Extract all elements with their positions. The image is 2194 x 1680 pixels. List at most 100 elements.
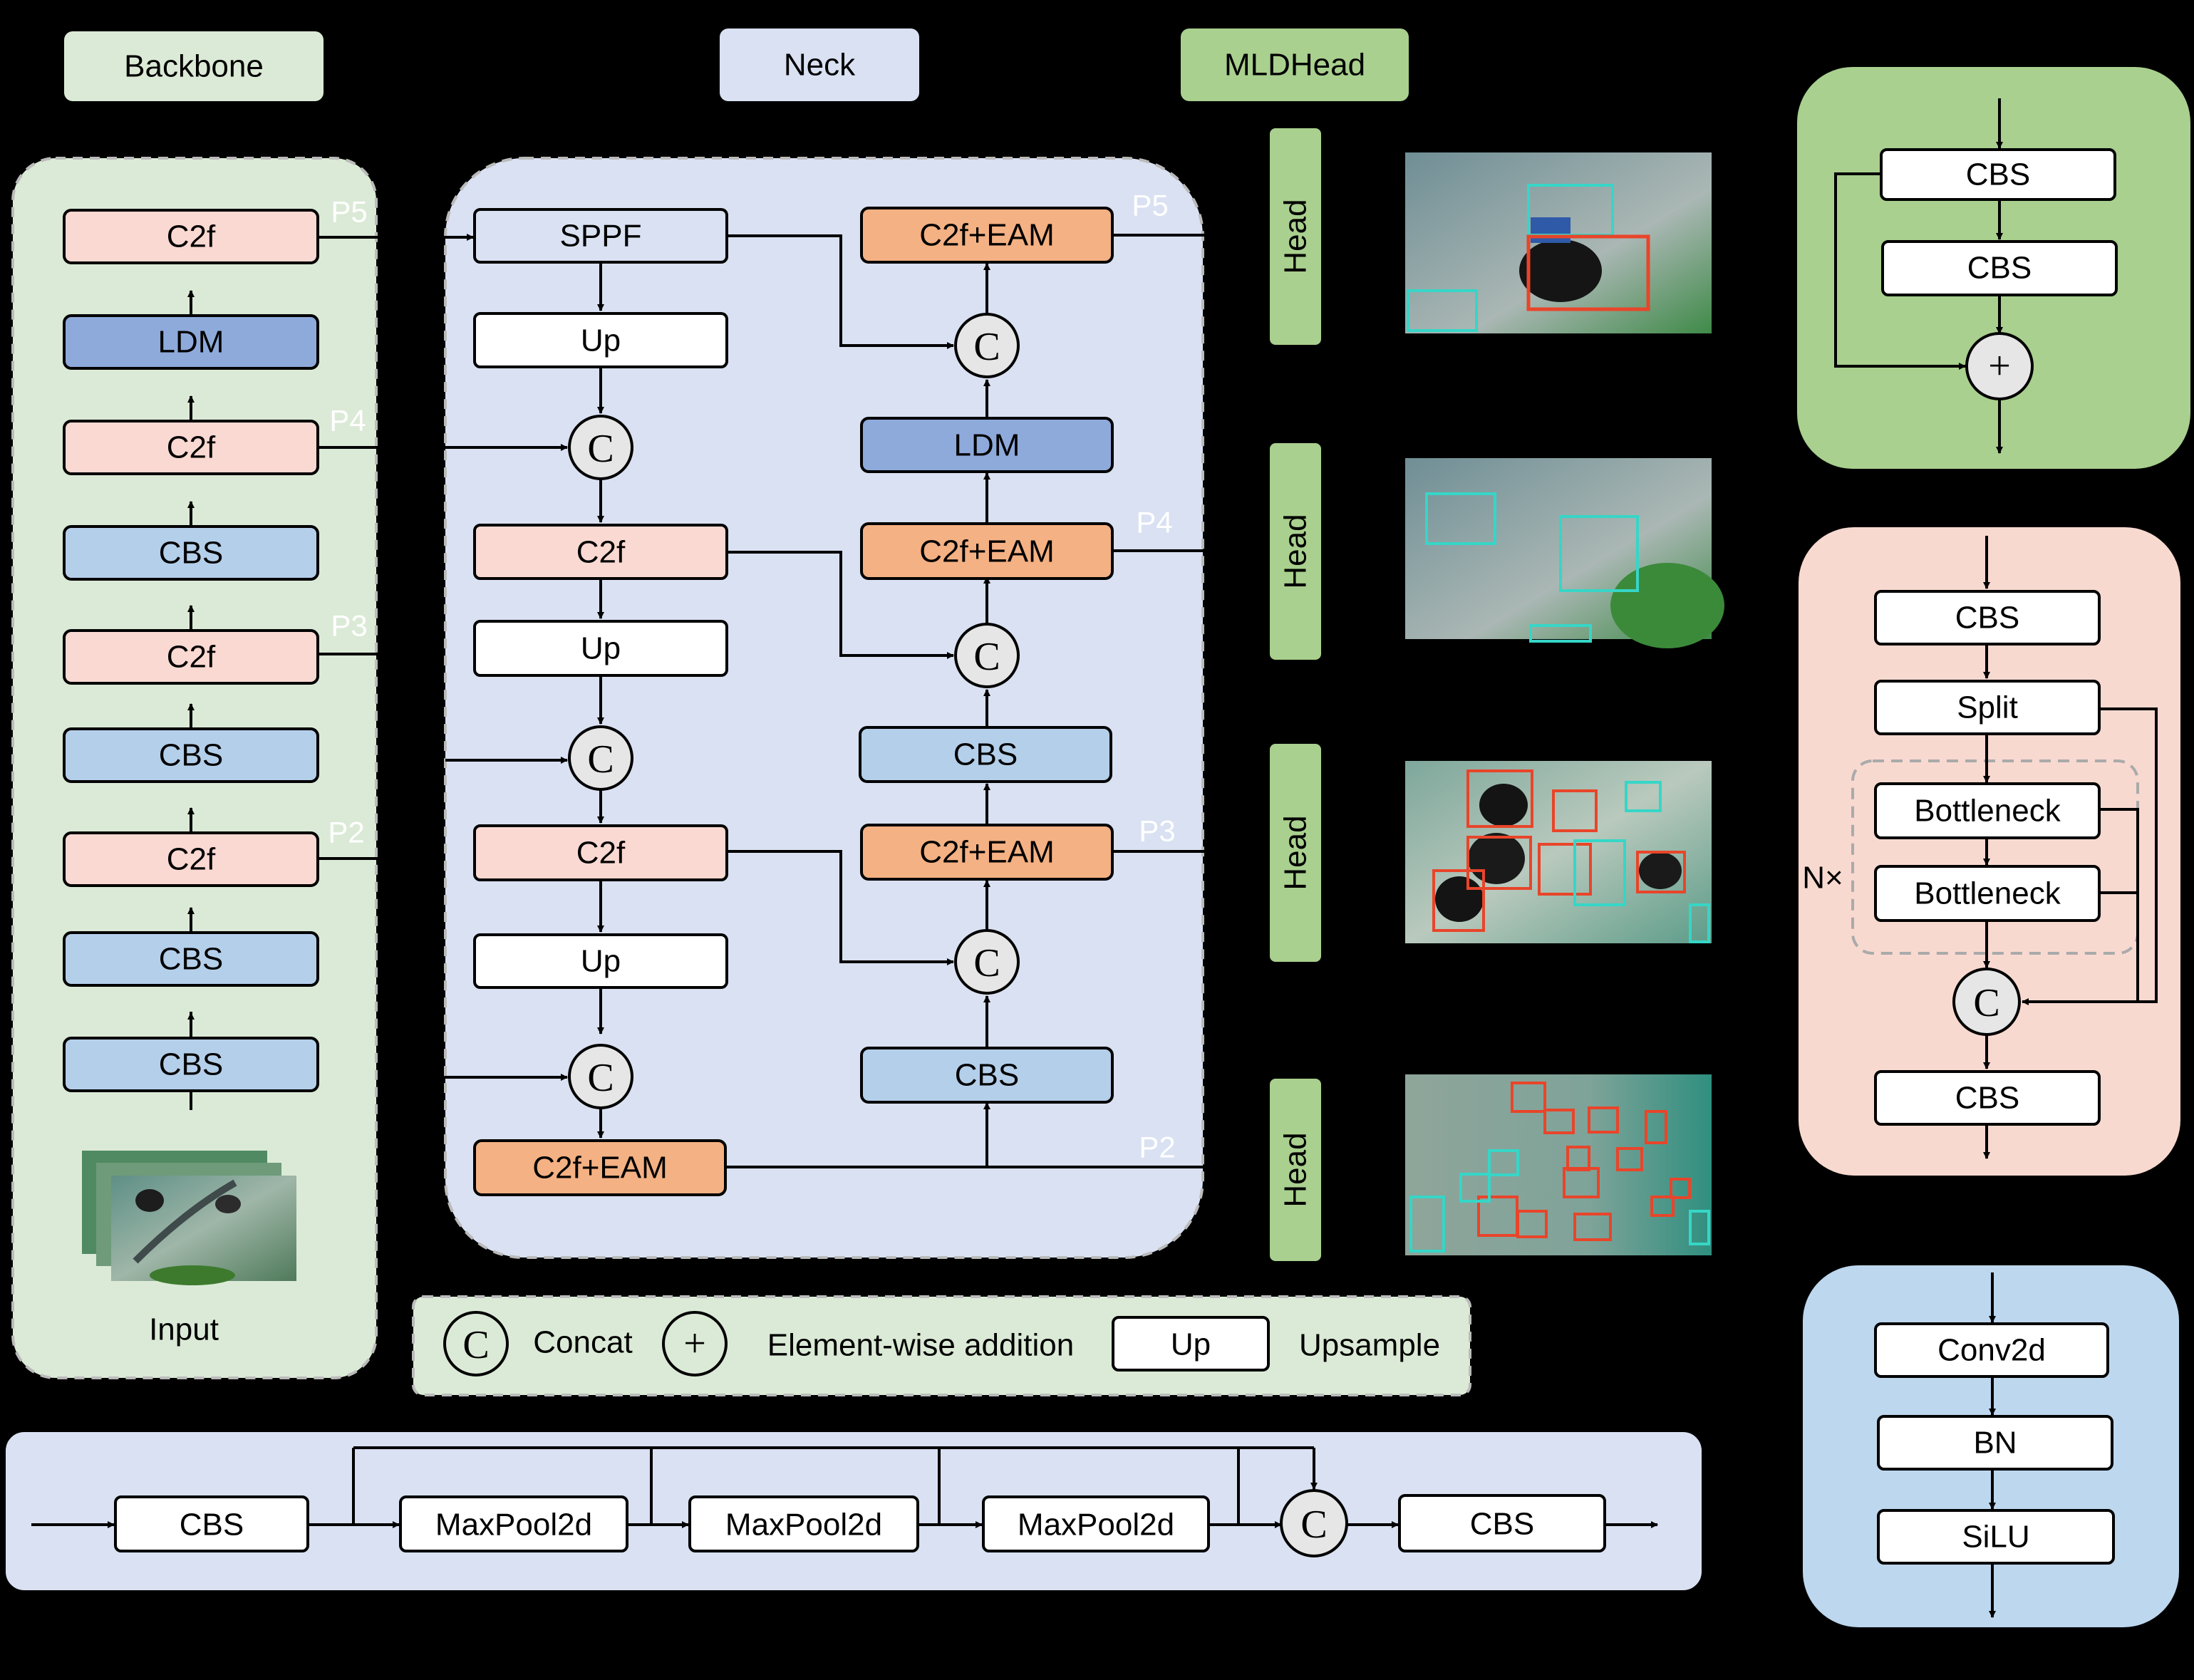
neck-concat-3: C [568,1044,633,1109]
sppf-cbs-in-label: CBS [180,1508,244,1542]
neck-up-3-label: Up [581,944,621,979]
head-p4: Head [1270,443,1321,660]
neck-cbs-2-label: CBS [955,1058,1019,1093]
c2f-cbs-out: CBS [1874,1070,2101,1126]
cbs-conv2d: Conv2d [1874,1322,2109,1378]
legend-upsample: Up Upsample [1112,1316,1440,1372]
neck-concat-1-glyph: C [587,427,614,471]
neck-up-2: Up [473,620,728,677]
neck-up-1-label: Up [581,323,621,358]
neck-concat-5-glyph: C [973,635,1000,679]
neck-concat-6: C [954,929,1020,995]
sppf-concat: C [1280,1489,1348,1557]
neck-c2f-eam-p2: C2f+EAM [473,1139,727,1196]
detection-image-2 [1405,458,1724,648]
backbone-wires [187,236,378,1110]
bottleneck-add: + [1965,332,2034,400]
sppf-maxpool-3-label: MaxPool2d [1018,1508,1174,1542]
sppf-maxpool-2: MaxPool2d [688,1495,919,1552]
backbone-c2f-p3: C2f [63,629,319,685]
neck-up-1: Up [473,312,728,368]
legend-up-box-text: Up [1171,1327,1211,1362]
c2f-concat-glyph: C [1973,981,1999,1025]
backbone-cbs-4: CBS [63,1037,319,1092]
head-p5: Head [1270,128,1321,345]
cbs-silu: SiLU [1877,1509,2115,1565]
head-p2-label: Head [1278,1132,1313,1207]
cbs-bn-label: BN [1973,1426,2017,1461]
backbone-cbs-3: CBS [63,931,319,987]
c2f-repeat-label: N× [1802,861,1843,896]
head-p2: Head [1270,1079,1321,1261]
sppf-maxpool-1-label: MaxPool2d [435,1508,592,1542]
neck-sppf-label: SPPF [560,219,642,254]
neck-c2f-eam-p4: C2f+EAM [860,522,1114,580]
c2f-detail-wires [1983,536,2158,1159]
legend-add-glyph: + [683,1322,706,1366]
backbone-c2f-p2-label: C2f [167,842,216,877]
backbone-ldm-label: LDM [158,325,224,360]
neck-concat-3-glyph: C [587,1056,614,1100]
neck-ldm-label: LDM [954,428,1020,463]
c2f-cbs-in: CBS [1874,590,2101,645]
sppf-maxpool-2-label: MaxPool2d [725,1508,882,1542]
sppf-detail-wires [31,1446,1658,1528]
cbs-silu-label: SiLU [1962,1520,2029,1555]
neck-left-column: SPPF Up C2f Up C2f Up C2f+EAM C [473,208,728,1196]
legend-concat: C Concat [443,1311,633,1376]
backbone-title: Backbone [64,31,324,101]
cbs-bn: BN [1877,1415,2113,1471]
head-p5-label: Head [1278,199,1313,274]
sppf-cbs-out-label: CBS [1470,1507,1534,1542]
neck-c2f-eam-p3: C2f+EAM [860,824,1114,881]
detection-images [1405,152,1724,1255]
neck-c2f-2: C2f [473,824,728,881]
neck-up-3: Up [473,933,728,989]
backbone-taps: P5 P4 P3 P2 [328,195,367,849]
backbone-cbs-2-label: CBS [159,738,223,773]
neck-c2f-eam-p5-label: C2f+EAM [919,218,1055,253]
sppf-cbs-in: CBS [114,1495,309,1552]
detection-image-4 [1405,1074,1712,1255]
backbone-c2f-p4: C2f [63,420,319,475]
legend-concat-glyph: C [462,1323,489,1367]
c2f-bottleneck-1-label: Bottleneck [1914,794,2061,829]
neck-tap-p4: P4 [1136,506,1172,539]
neck-concat-2-glyph: C [587,737,614,782]
neck-cbs-2: CBS [860,1047,1114,1104]
backbone-title-text: Backbone [124,49,264,84]
neck-cbs-1: CBS [859,726,1112,783]
bottleneck-cbs-2-label: CBS [1967,251,2032,286]
c2f-split-label: Split [1957,690,2018,725]
legend-add-text: Element-wise addition [767,1328,1074,1363]
legend-upsample-text: Upsample [1299,1328,1440,1363]
head-p3-label: Head [1278,815,1313,890]
neck-concat-4: C [954,313,1020,378]
neck-c2f-eam-p4-label: C2f+EAM [919,534,1055,569]
heads: Head Head Head Head [1270,128,1321,1261]
neck-concat-1: C [568,415,633,480]
neck-ldm: LDM [860,417,1114,473]
bottleneck-add-glyph: + [1988,344,2011,388]
backbone-tap-p2: P2 [328,816,364,849]
detection-image-1 [1405,152,1712,333]
neck-sppf: SPPF [473,208,728,264]
neck-c2f-1: C2f [473,524,728,580]
neck-c2f-eam-p2-label: C2f+EAM [532,1151,668,1186]
neck-concat-2: C [568,725,633,791]
neck-c2f-1-label: C2f [576,535,626,570]
backbone-tap-p3: P3 [331,609,367,643]
c2f-bottleneck-2-label: Bottleneck [1914,876,2061,911]
neck-taps: P5 P4 P3 P2 [1132,189,1175,1164]
neck-concat-6-glyph: C [973,941,1000,985]
sppf-cbs-out: CBS [1398,1494,1606,1552]
input-label: Input [149,1312,219,1347]
c2f-bottleneck-2: Bottleneck [1874,865,2101,922]
backbone-c2f-p5: C2f [63,209,319,264]
backbone-tap-p4: P4 [329,404,366,437]
detection-image-3 [1405,761,1712,943]
bottleneck-cbs-1: CBS [1880,148,2116,201]
neck-tap-p5: P5 [1132,189,1168,222]
neck-right-column: C2f+EAM LDM C2f+EAM CBS C2f+EAM CBS C [859,207,1114,1104]
